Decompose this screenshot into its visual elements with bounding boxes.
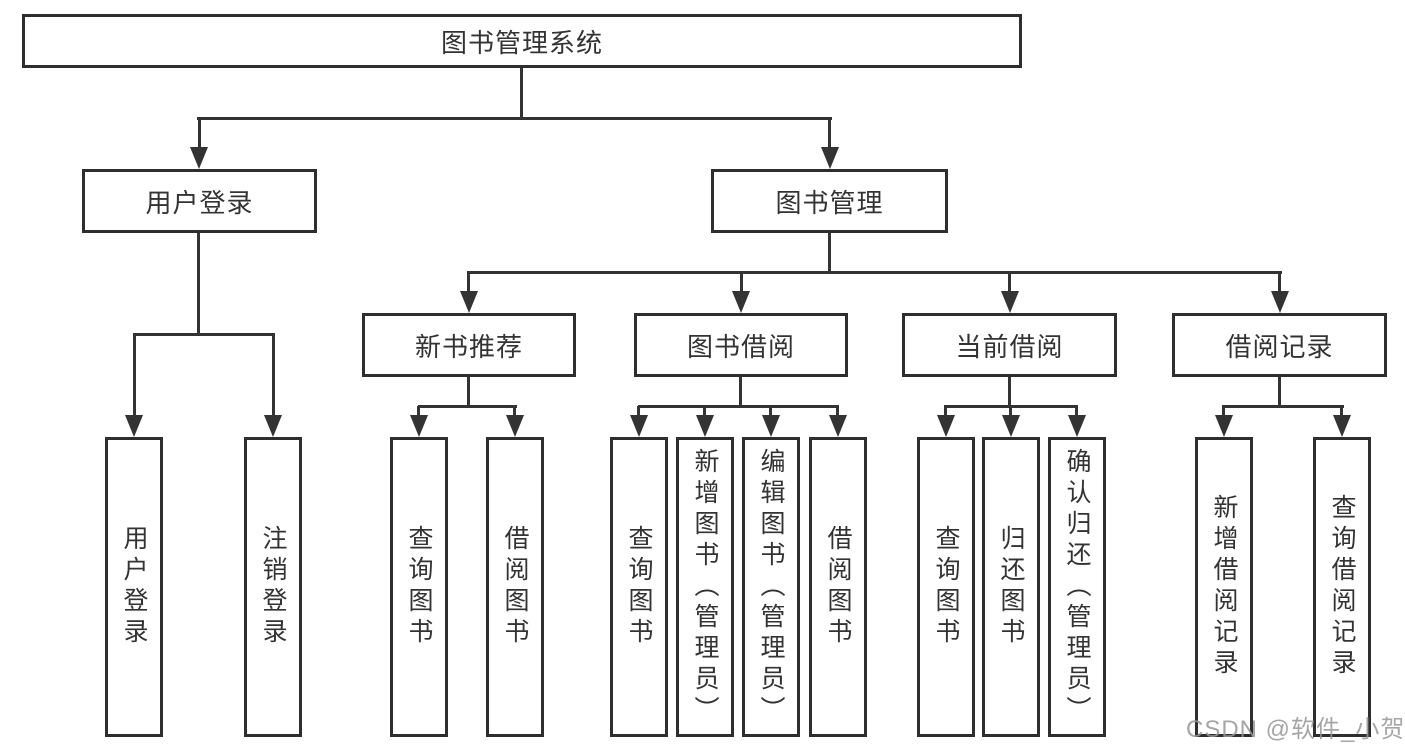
connector-bb-leaf4-stem	[836, 406, 839, 418]
arrow-down-cb-leaf1	[937, 415, 955, 437]
arrow-down-currentborrow	[1001, 291, 1019, 313]
leaf-bb-query-book: 查询图书	[610, 437, 668, 737]
arrow-down-ul-leaf2	[264, 415, 282, 437]
arrow-down-cb-leaf2	[1002, 415, 1020, 437]
connector-bookmgmt-down	[828, 233, 831, 274]
leaf-bb-borrow-book: 借阅图书	[809, 437, 867, 737]
connector-br-leaf1-stem	[1222, 406, 1225, 418]
node-borrow-records: 借阅记录	[1172, 313, 1387, 377]
arrow-down-br-leaf2	[1333, 415, 1351, 437]
connector-bookmgmt-stem	[828, 118, 831, 150]
leaf-logout: 注销登录	[244, 437, 302, 737]
leaf-bb-edit-book-admin: 编辑图书（管理员）	[742, 437, 800, 737]
connector-ul-leaf1-stem	[133, 334, 136, 418]
connector-ul-leaf2-stem	[272, 334, 275, 418]
connector-l3-3-stem	[1008, 272, 1011, 294]
node-current-borrow: 当前借阅	[902, 313, 1117, 377]
leaf-user-login: 用户登录	[105, 437, 163, 737]
arrow-down-bookborrow	[732, 291, 750, 313]
connector-cb-leaf2-stem	[1009, 406, 1012, 418]
arrow-down-nb-leaf2	[506, 415, 524, 437]
connector-nb-leaf1-stem	[417, 406, 420, 418]
arrow-down-bookmgmt	[821, 147, 839, 169]
node-library-system: 图书管理系统	[22, 14, 1022, 68]
connector-userlogin-down	[197, 233, 200, 335]
connector-cb-leaf1-stem	[944, 406, 947, 418]
connector-l3-1-stem	[467, 272, 470, 294]
connector-cb-leaf3-stem	[1075, 406, 1078, 418]
connector-root-split	[197, 117, 832, 120]
connector-br-leaf2-stem	[1340, 406, 1343, 418]
arrow-down-cb-leaf3	[1068, 415, 1086, 437]
connector-bb-leaf3-stem	[769, 406, 772, 418]
connector-bb-leaf1-stem	[637, 406, 640, 418]
arrow-down-br-leaf1	[1215, 415, 1233, 437]
leaf-nb-borrow-book: 借阅图书	[486, 437, 544, 737]
arrow-down-borrowrecord	[1271, 291, 1289, 313]
leaf-cb-return-book: 归还图书	[982, 437, 1040, 737]
node-new-book-recommend: 新书推荐	[362, 313, 576, 377]
arrow-down-bb-leaf2	[696, 415, 714, 437]
connector-bb-leaf2-stem	[703, 406, 706, 418]
leaf-cb-query-book: 查询图书	[917, 437, 975, 737]
connector-borrowrecord-split	[1222, 405, 1344, 408]
leaf-br-add-record: 新增借阅记录	[1195, 437, 1253, 737]
connector-bookborrow-down	[739, 377, 742, 408]
arrow-down-ul-leaf1	[125, 415, 143, 437]
arrow-down-bb-leaf4	[829, 415, 847, 437]
watermark: CSDN @软件_小贺同学	[1186, 716, 1405, 743]
leaf-br-query-record: 查询借阅记录	[1313, 437, 1371, 737]
connector-userlogin-split	[133, 333, 275, 336]
leaf-cb-confirm-return-admin: 确认归还（管理员）	[1048, 437, 1106, 737]
connector-borrowrecord-down	[1278, 377, 1281, 408]
arrow-down-bb-leaf1	[630, 415, 648, 437]
connector-root-stem	[520, 68, 523, 118]
arrow-down-newbook	[460, 291, 478, 313]
leaf-bb-add-book-admin: 新增图书（管理员）	[676, 437, 734, 737]
connector-bookborrow-split	[638, 405, 839, 408]
connector-bookmgmt-split	[467, 271, 1282, 274]
connector-l3-4-stem	[1278, 272, 1281, 294]
arrow-down-bb-leaf3	[762, 415, 780, 437]
arrow-down-userlogin	[190, 147, 208, 169]
arrow-down-nb-leaf1	[410, 415, 428, 437]
connector-newbook-split	[418, 405, 517, 408]
connector-currentborrow-down	[1008, 377, 1011, 408]
node-book-borrow: 图书借阅	[634, 313, 848, 377]
node-book-management: 图书管理	[711, 169, 948, 233]
connector-l3-2-stem	[740, 272, 743, 294]
connector-newbook-down	[467, 377, 470, 408]
connector-userlogin-stem	[198, 118, 201, 150]
connector-nb-leaf2-stem	[513, 406, 516, 418]
leaf-nb-query-book: 查询图书	[390, 437, 448, 737]
node-user-login: 用户登录	[82, 169, 317, 233]
